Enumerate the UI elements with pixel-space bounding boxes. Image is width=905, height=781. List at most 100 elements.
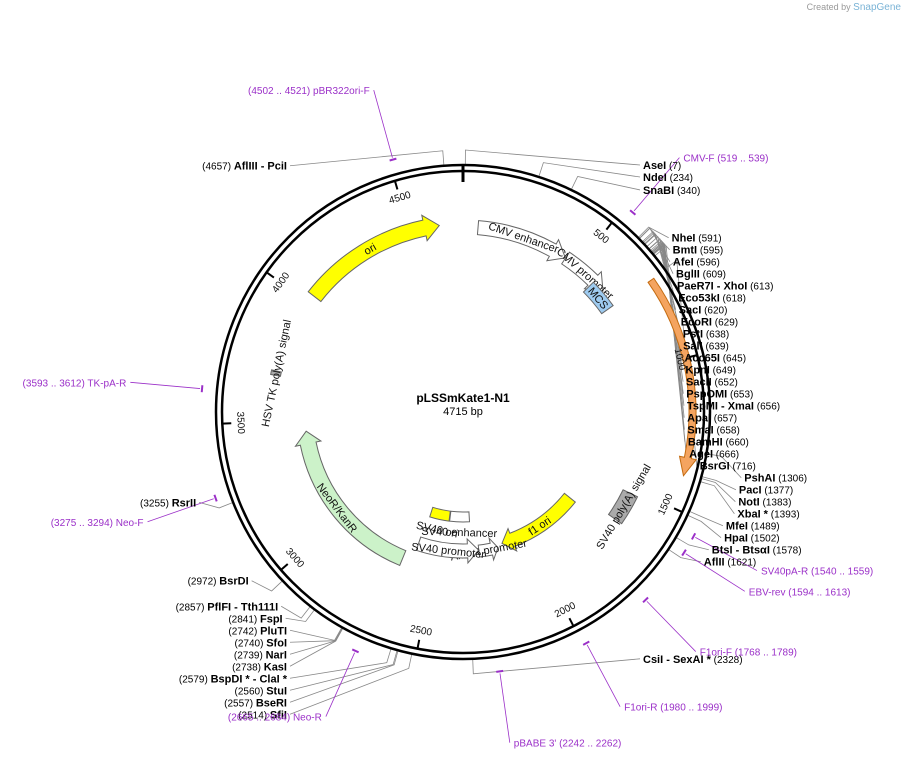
primer-mark-pbabe-3 bbox=[496, 669, 504, 673]
site-label-csii-sexai: CsiI - SexAI * (2328) bbox=[643, 654, 743, 666]
primer-label-tk-pa-r: (3593 .. 3612) TK-pA-R bbox=[23, 378, 127, 389]
site-leader-line bbox=[289, 648, 392, 679]
primer-mark-f1ori-r bbox=[582, 640, 590, 646]
site-leader-line bbox=[289, 627, 343, 641]
site-leader-line bbox=[706, 453, 742, 478]
site-name: SacI bbox=[679, 305, 702, 317]
plasmid-name: pLSSmKate1-N1 bbox=[416, 391, 510, 405]
site-leader-line bbox=[289, 150, 445, 167]
site-label-bamhi: BamHI (660) bbox=[688, 437, 749, 449]
site-name: ApaI bbox=[687, 413, 711, 425]
site-name: BseRI bbox=[256, 697, 287, 709]
site-name: Eco53kI bbox=[678, 293, 720, 305]
tick-mark bbox=[393, 180, 399, 190]
site-position: (660) bbox=[723, 438, 749, 449]
site-position: (638) bbox=[703, 330, 729, 341]
site-label-pspomi: PspOMI (653) bbox=[686, 389, 753, 401]
feature-label-cmv-enhancer: CMV enhancer bbox=[487, 220, 561, 255]
primer-mark-cmv-f bbox=[629, 209, 637, 216]
site-position: (657) bbox=[711, 414, 737, 425]
site-name: SnaBI bbox=[643, 185, 674, 197]
site-leader-line bbox=[701, 476, 737, 491]
site-name: BspDI * - ClaI * bbox=[211, 673, 288, 685]
site-name: BglII bbox=[676, 269, 700, 281]
site-leader-line bbox=[289, 627, 344, 667]
primer-leader-line bbox=[499, 673, 511, 743]
site-label-pshai: PshAI (1306) bbox=[744, 473, 807, 485]
site-position: (1383) bbox=[760, 498, 792, 509]
site-name: KasI bbox=[264, 661, 287, 673]
site-name: CsiI - SexAI * bbox=[643, 654, 712, 666]
site-name: NheI bbox=[672, 233, 696, 245]
site-leader-line bbox=[570, 175, 641, 191]
site-leader-line bbox=[675, 536, 709, 551]
tick-label: 3500 bbox=[234, 411, 246, 434]
site-label-snabi: SnaBI (340) bbox=[643, 185, 700, 197]
site-label-bmti: BmtI (595) bbox=[673, 245, 724, 257]
site-name: BmtI bbox=[673, 245, 697, 257]
site-name: SfiI bbox=[270, 709, 287, 721]
site-position: (2514) bbox=[238, 710, 270, 721]
tick-label: 4500 bbox=[388, 190, 413, 207]
feature-f1-ori bbox=[501, 492, 577, 553]
tick-mark bbox=[673, 507, 683, 513]
site-name: TspMI - XmaI bbox=[687, 401, 754, 413]
site-label-tspmi-xmai: TspMI - XmaI (656) bbox=[687, 401, 780, 413]
site-label-eco53ki: Eco53kI (618) bbox=[678, 293, 746, 305]
site-label-mfei: MfeI (1489) bbox=[726, 521, 780, 533]
site-label-nari: (2739) NarI bbox=[234, 649, 287, 661]
site-name: AseI bbox=[643, 160, 666, 172]
site-leader-line bbox=[653, 244, 686, 442]
site-label-bsrgi: BsrGI (716) bbox=[700, 461, 756, 473]
tick-label: 2000 bbox=[553, 600, 578, 620]
site-position: (234) bbox=[667, 173, 693, 184]
feature-ori bbox=[307, 214, 441, 303]
site-name: MfeI bbox=[726, 521, 748, 533]
primer-leader-line bbox=[633, 157, 680, 212]
site-position: (2972) bbox=[188, 577, 220, 588]
tick-mark bbox=[605, 221, 613, 231]
site-label-ndei: NdeI (234) bbox=[643, 172, 693, 184]
site-label-kasi: (2738) KasI bbox=[232, 661, 287, 673]
site-label-acc65i: Acc65I (645) bbox=[684, 353, 746, 365]
site-name: FspI bbox=[260, 613, 283, 625]
site-label-bseri: (2557) BseRI bbox=[224, 697, 287, 709]
site-name: SmaI bbox=[687, 425, 713, 437]
site-label-fspi: (2841) FspI bbox=[228, 613, 282, 625]
site-label-bsrdi: (2972) BsrDI bbox=[188, 576, 249, 588]
site-label-xbai: XbaI * (1393) bbox=[737, 509, 799, 521]
feature-neor-kanr bbox=[294, 430, 407, 567]
primer-label-neo-f: (3275 .. 3294) Neo-F bbox=[51, 518, 144, 529]
tick-label: 2500 bbox=[409, 624, 433, 639]
tick-mark bbox=[568, 617, 575, 627]
site-position: (2560) bbox=[235, 686, 267, 697]
site-leader-line bbox=[472, 658, 641, 675]
site-name: StuI bbox=[266, 685, 287, 697]
primer-mark-sv40pa-r bbox=[691, 532, 697, 540]
site-label-ecori: EcoRI (629) bbox=[681, 317, 738, 329]
primer-label-f1ori-f: F1ori-F (1768 .. 1789) bbox=[700, 648, 797, 659]
tick-mark bbox=[280, 563, 289, 571]
feature-sv40-enhancer bbox=[449, 510, 471, 523]
site-label-kpni: KpnI (649) bbox=[685, 365, 736, 377]
site-name: PspOMI bbox=[686, 389, 727, 401]
primer-mark-neo-r bbox=[351, 648, 360, 654]
site-label-bglii: BglII (609) bbox=[676, 269, 726, 281]
feature-label-sv40-promoter: SV40 promoter bbox=[411, 541, 486, 561]
site-name: SfoI bbox=[266, 637, 287, 649]
site-leader-line bbox=[637, 226, 669, 239]
site-label-rsrii: (3255) RsrII bbox=[140, 497, 196, 509]
primer-leader-line bbox=[646, 601, 697, 652]
primer-mark-pbr322ori-f bbox=[389, 157, 397, 162]
site-name: SacII bbox=[686, 377, 712, 389]
site-leader-line bbox=[285, 609, 315, 622]
primer-label-neo-r: (2665 .. 2684) Neo-R bbox=[228, 713, 322, 724]
site-position: (2738) bbox=[232, 662, 264, 673]
site-label-pluti: (2742) PluTI bbox=[228, 625, 287, 637]
site-position: (656) bbox=[754, 402, 780, 413]
site-leader-line bbox=[289, 650, 399, 703]
site-leader-line bbox=[199, 502, 234, 509]
site-name: PacI bbox=[739, 485, 762, 497]
site-position: (618) bbox=[720, 294, 746, 305]
primer-label-sv40pa-r: SV40pA-R (1540 .. 1559) bbox=[761, 567, 873, 578]
